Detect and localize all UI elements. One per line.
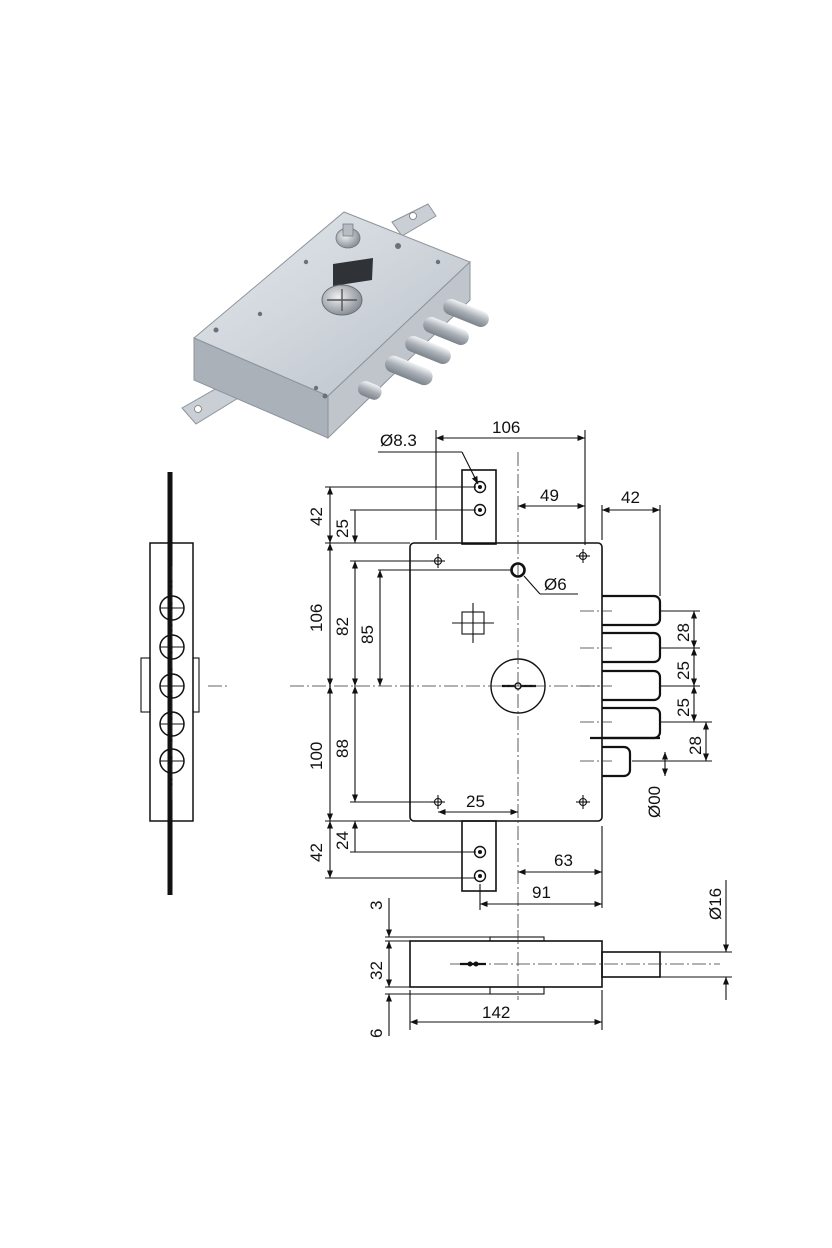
- dim-42-bottom: 42: [307, 843, 326, 862]
- dim-3: 3: [367, 901, 386, 910]
- dim-16: Ø16: [706, 888, 725, 920]
- dimension-labels: Ø8.3 106 49 42 42 25 106 82 85 Ø6 28 25 …: [307, 418, 725, 1038]
- dim-6: 6: [367, 1029, 386, 1038]
- dim-24-bottom: 24: [333, 831, 352, 850]
- mortise-lock-photo: [181, 203, 489, 440]
- dim-42-top: 42: [307, 507, 326, 526]
- dim-bolt-25-b: 25: [674, 698, 693, 717]
- dim-142: 142: [482, 1003, 510, 1022]
- dim-25-bottom: 25: [466, 792, 485, 811]
- dim-32: 32: [367, 961, 386, 980]
- dimension-lines: [325, 430, 732, 1036]
- dim-100: 100: [307, 742, 326, 770]
- dim-91: 91: [532, 883, 551, 902]
- keyhole-icon: [460, 961, 486, 967]
- dim-106-height: 106: [307, 604, 326, 632]
- dim-63: 63: [554, 851, 573, 870]
- dim-25-top: 25: [333, 519, 352, 538]
- dim-82: 82: [333, 617, 352, 636]
- dim-106-width: 106: [492, 418, 520, 437]
- dim-49: 49: [540, 486, 559, 505]
- dim-88: 88: [333, 739, 352, 758]
- dim-hole-6: Ø6: [544, 575, 567, 594]
- lock-bottom-view: [409, 930, 720, 1000]
- dim-bolt-28-a: 28: [674, 623, 693, 642]
- dim-85: 85: [358, 625, 377, 644]
- dim-bolt-28-b: 28: [686, 736, 705, 755]
- dim-bolt-diameter: Ø00: [645, 786, 664, 818]
- dim-42-bolts: 42: [621, 488, 640, 507]
- faceplate-side-view: [140, 472, 228, 895]
- dim-hole-8-3: Ø8.3: [380, 431, 417, 450]
- faceplate-bolt-holes: [159, 595, 185, 774]
- dim-bolt-25-a: 25: [674, 661, 693, 680]
- lock-bolts: [580, 594, 662, 778]
